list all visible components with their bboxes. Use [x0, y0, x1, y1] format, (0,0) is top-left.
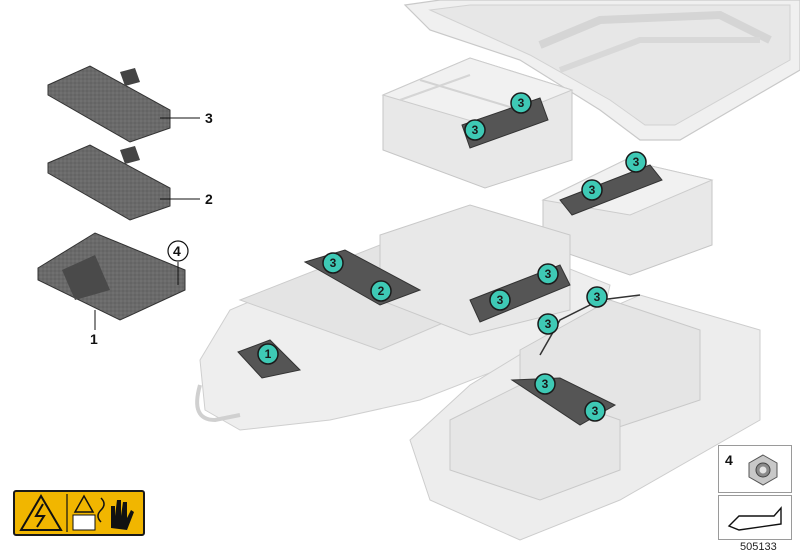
protective-glove-icon	[111, 500, 134, 530]
callout-number: 3	[542, 377, 549, 391]
callout-marker: 3	[489, 289, 511, 311]
callout-number: 3	[592, 404, 599, 418]
callout-circle	[586, 286, 608, 308]
callout-marker: 1	[257, 343, 279, 365]
warning-label-graphics	[19, 494, 134, 532]
callout-marker: 2	[370, 280, 392, 302]
control-unit-2	[47, 144, 171, 221]
callout-marker: 3	[537, 263, 559, 285]
leader-circle-4	[167, 240, 189, 262]
control-unit-1	[37, 232, 186, 321]
callout-number: 3	[545, 317, 552, 331]
high-voltage-warning-icon	[19, 494, 63, 531]
callout-number: 3	[472, 123, 479, 137]
callout-number: 3	[545, 267, 552, 281]
callout-marker: 3	[586, 286, 608, 308]
battery-cover-tray	[403, 0, 800, 141]
callout-marker: 3	[534, 373, 556, 395]
callout-marker: 3	[537, 313, 559, 335]
callout-circle	[510, 92, 532, 114]
callout-number: 3	[497, 293, 504, 307]
manual-info-icon	[72, 514, 96, 531]
callout-marker: 3	[322, 252, 344, 274]
callout-circle	[625, 151, 647, 173]
callout-number: 3	[330, 256, 337, 270]
leader-label-2: 2	[205, 191, 213, 207]
callout-circle	[257, 343, 279, 365]
callout-marker: 3	[584, 400, 606, 422]
callout-number: 3	[633, 155, 640, 169]
callout-marker: 3	[625, 151, 647, 173]
battery-housing-right	[409, 294, 761, 541]
leader-label-1: 1	[90, 331, 98, 347]
callout-circle	[464, 119, 486, 141]
callout-number: 3	[518, 96, 525, 110]
callout-layer: 3 3 3 3 3 2 3 3 3 3 1 3 3	[257, 92, 647, 422]
callout-circle	[534, 373, 556, 395]
diagram-number: 505133	[740, 541, 777, 553]
installation-arrow-icon	[727, 506, 782, 531]
callout-marker: 3	[581, 179, 603, 201]
callout-circle	[370, 280, 392, 302]
control-unit-3	[47, 65, 171, 143]
callout-circle	[322, 252, 344, 274]
hex-nut-icon	[748, 454, 778, 486]
callout-marker: 3	[510, 92, 532, 114]
legend-number: 4	[725, 452, 733, 468]
warning-label	[13, 490, 145, 536]
callout-number: 3	[589, 183, 596, 197]
callout-circle	[581, 179, 603, 201]
legend-nut-box: 4	[718, 445, 792, 493]
callout-number: 2	[378, 284, 385, 298]
callout-number: 3	[594, 290, 601, 304]
caution-triangle-icon	[73, 494, 95, 513]
callout-marker: 3	[464, 119, 486, 141]
callout-circle	[584, 400, 606, 422]
callout-circle	[537, 263, 559, 285]
callout-number: 1	[265, 347, 272, 361]
leader-label-4: 4	[173, 243, 181, 259]
legend-arrow-box	[718, 495, 792, 540]
leader-label-3: 3	[205, 110, 213, 126]
callout-circle	[537, 313, 559, 335]
callout-circle	[489, 289, 511, 311]
